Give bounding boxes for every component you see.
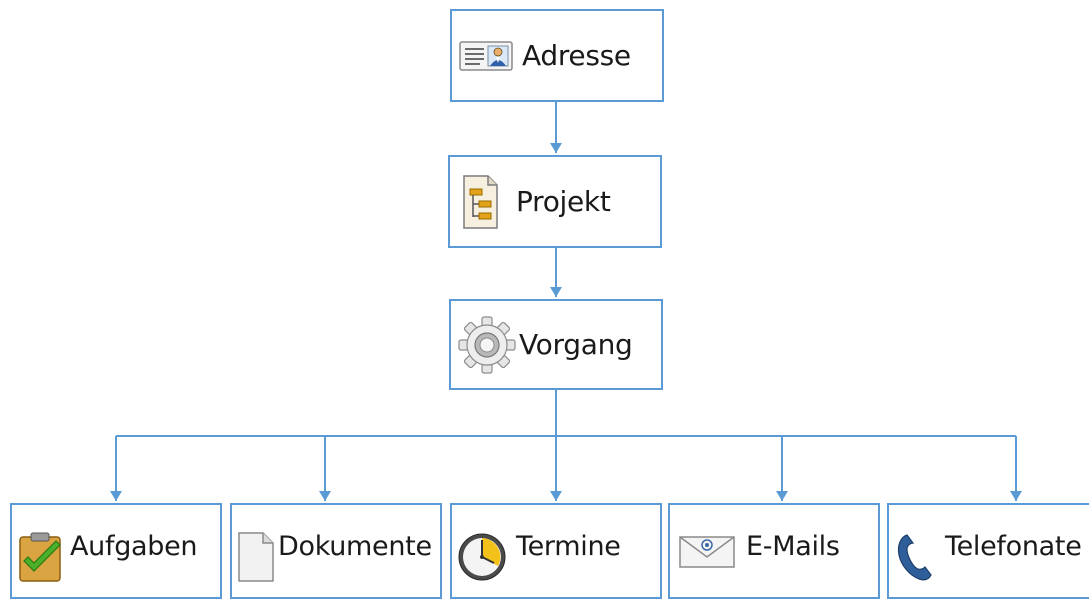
node-projekt[interactable]: Projekt [448,155,662,248]
node-telefonate[interactable]: Telefonate [887,503,1089,599]
clipboard-check-icon [16,531,66,583]
node-label-dokumente: Dokumente [278,531,432,562]
node-dokumente[interactable]: Dokumente [230,503,442,599]
project-tree-icon [460,173,500,231]
node-label-emails: E-Mails [746,531,840,562]
address-card-icon [458,38,514,74]
node-label-aufgaben: Aufgaben [70,531,198,562]
node-label-termine: Termine [516,531,621,562]
node-label-adresse: Adresse [522,39,631,72]
gear-icon [457,315,517,375]
phone-icon [893,531,937,583]
node-termine[interactable]: Termine [450,503,662,599]
node-emails[interactable]: E-Mails [668,503,880,599]
node-label-telefonate: Telefonate [945,531,1082,562]
clock-icon [456,531,508,583]
envelope-icon [678,531,736,571]
node-adresse[interactable]: Adresse [450,9,664,102]
node-aufgaben[interactable]: Aufgaben [10,503,222,599]
document-icon [236,531,276,583]
node-vorgang[interactable]: Vorgang [449,299,663,390]
node-label-projekt: Projekt [516,185,611,218]
node-label-vorgang: Vorgang [519,328,633,361]
